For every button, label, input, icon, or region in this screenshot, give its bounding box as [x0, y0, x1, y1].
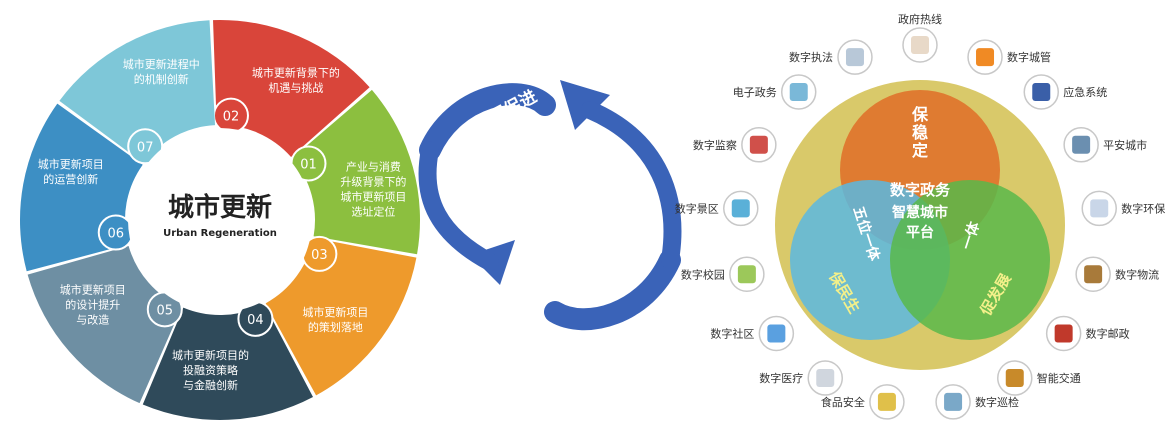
app-item[interactable]: 数字校园 — [681, 256, 765, 293]
segment-number: 04 — [247, 313, 264, 328]
app-item[interactable]: 数字医疗 — [759, 360, 843, 396]
app-item-label: 数字城管 — [1007, 50, 1051, 64]
app-icon-glyph — [845, 48, 864, 67]
app-item[interactable]: 智能交通 — [997, 360, 1081, 396]
segment-label: 城市更新项目的设计提升与改造 — [60, 282, 126, 326]
app-item-label: 数字执法 — [789, 50, 833, 64]
app-item-label: 数字社区 — [710, 326, 754, 340]
app-item[interactable]: 电子政务 — [733, 74, 817, 110]
app-icon-glyph — [767, 324, 786, 343]
segment-label: 城市更新项目的策划落地 — [302, 305, 368, 334]
wheel-segment-07 — [59, 20, 216, 164]
app-item-label: 应急系统 — [1063, 85, 1107, 99]
app-icon-glyph — [877, 392, 896, 411]
app-icon-glyph — [944, 392, 963, 411]
top-arrow — [419, 83, 556, 161]
wheel-segment-03 — [265, 237, 417, 396]
right-circle — [890, 180, 1050, 340]
segment-label: 城市更新项目的运营创新 — [38, 157, 104, 186]
circle-top-label: 保稳定 — [911, 105, 929, 160]
app-icon-glyph — [737, 265, 756, 284]
app-item-label: 数字校园 — [681, 267, 725, 281]
app-icon-glyph — [1072, 135, 1091, 154]
app-item-label: 政府热线 — [898, 12, 942, 26]
segment-number: 07 — [137, 140, 154, 155]
app-icon-glyph — [1054, 324, 1073, 343]
app-icon-glyph — [816, 369, 835, 388]
wheel-center-subtitle: Urban Regeneration — [163, 228, 277, 239]
app-icon-glyph — [1084, 265, 1103, 284]
app-item[interactable]: 数字巡检 — [935, 384, 1019, 420]
wheel-center — [128, 128, 312, 312]
app-item[interactable]: 数字环保 — [1081, 190, 1165, 227]
segment-number: 01 — [300, 157, 317, 172]
wheel-segment-04 — [142, 304, 314, 420]
bottom-arrow — [544, 249, 681, 331]
app-icon-glyph — [789, 82, 808, 101]
app-item[interactable]: 数字景区 — [675, 190, 759, 227]
wheel-segment-05 — [27, 245, 182, 404]
app-icon-glyph — [1005, 369, 1024, 388]
app-item-label: 食品安全 — [821, 395, 865, 409]
wheel-center-title: 城市更新 — [168, 192, 272, 223]
wheel-segment-01 — [292, 89, 420, 255]
app-item-label: 数字邮政 — [1086, 326, 1130, 340]
app-item[interactable]: 应急系统 — [1023, 74, 1107, 110]
app-item-label: 数字景区 — [675, 201, 719, 215]
app-item[interactable]: 数字监察 — [693, 127, 777, 163]
segment-label: 城市更新项目的投融资策略与金融创新 — [172, 348, 249, 392]
app-icon-glyph — [731, 199, 750, 218]
app-item[interactable]: 数字执法 — [789, 39, 873, 75]
app-item[interactable]: 食品安全 — [821, 384, 905, 420]
center-line2: 平台 — [906, 224, 934, 241]
app-item[interactable]: 数字社区 — [710, 315, 795, 352]
app-item-label: 智能交通 — [1037, 371, 1081, 385]
center-top-label: 数字政务 — [890, 181, 951, 199]
urban-regeneration-wheel: 02 城市更新背景下的机遇与挑战 01 产业与消费升级背景下的城市更新项目选址定位 03… — [20, 20, 420, 420]
app-item-label: 电子政务 — [733, 85, 777, 99]
app-item-label: 数字物流 — [1115, 267, 1159, 281]
app-item-label: 数字环保 — [1121, 201, 1165, 215]
app-item[interactable]: 数字物流 — [1075, 256, 1159, 293]
segment-label: 城市更新进程中的机制创新 — [123, 57, 200, 86]
app-icon-glyph — [1032, 82, 1051, 101]
app-icon-glyph — [749, 135, 768, 154]
app-item-label: 平安城市 — [1103, 138, 1147, 152]
app-item[interactable]: 政府热线 — [898, 12, 942, 63]
segment-label: 产业与消费升级背景下的城市更新项目选址定位 — [340, 160, 406, 219]
right-arc — [581, 101, 682, 269]
segment-number: 03 — [311, 248, 328, 263]
app-item-label: 数字医疗 — [759, 371, 803, 385]
app-item[interactable]: 平安城市 — [1063, 127, 1147, 163]
app-item-label: 数字监察 — [693, 138, 737, 152]
segment-number: 06 — [107, 227, 124, 242]
segment-number: 05 — [157, 303, 174, 318]
left-arc — [418, 141, 499, 271]
app-item[interactable]: 数字邮政 — [1045, 315, 1130, 352]
app-item[interactable]: 数字城管 — [967, 39, 1051, 75]
segment-number: 02 — [223, 110, 240, 125]
wheel-segment-02 — [213, 20, 370, 157]
app-item-label: 数字巡检 — [975, 395, 1019, 409]
center-line1: 智慧城市 — [891, 204, 948, 221]
app-icon-glyph — [1090, 199, 1109, 218]
app-icon-glyph — [976, 48, 995, 67]
app-icon-glyph — [911, 36, 929, 54]
segment-label: 城市更新背景下的机遇与挑战 — [252, 65, 340, 94]
segment-number-badge — [127, 128, 164, 165]
